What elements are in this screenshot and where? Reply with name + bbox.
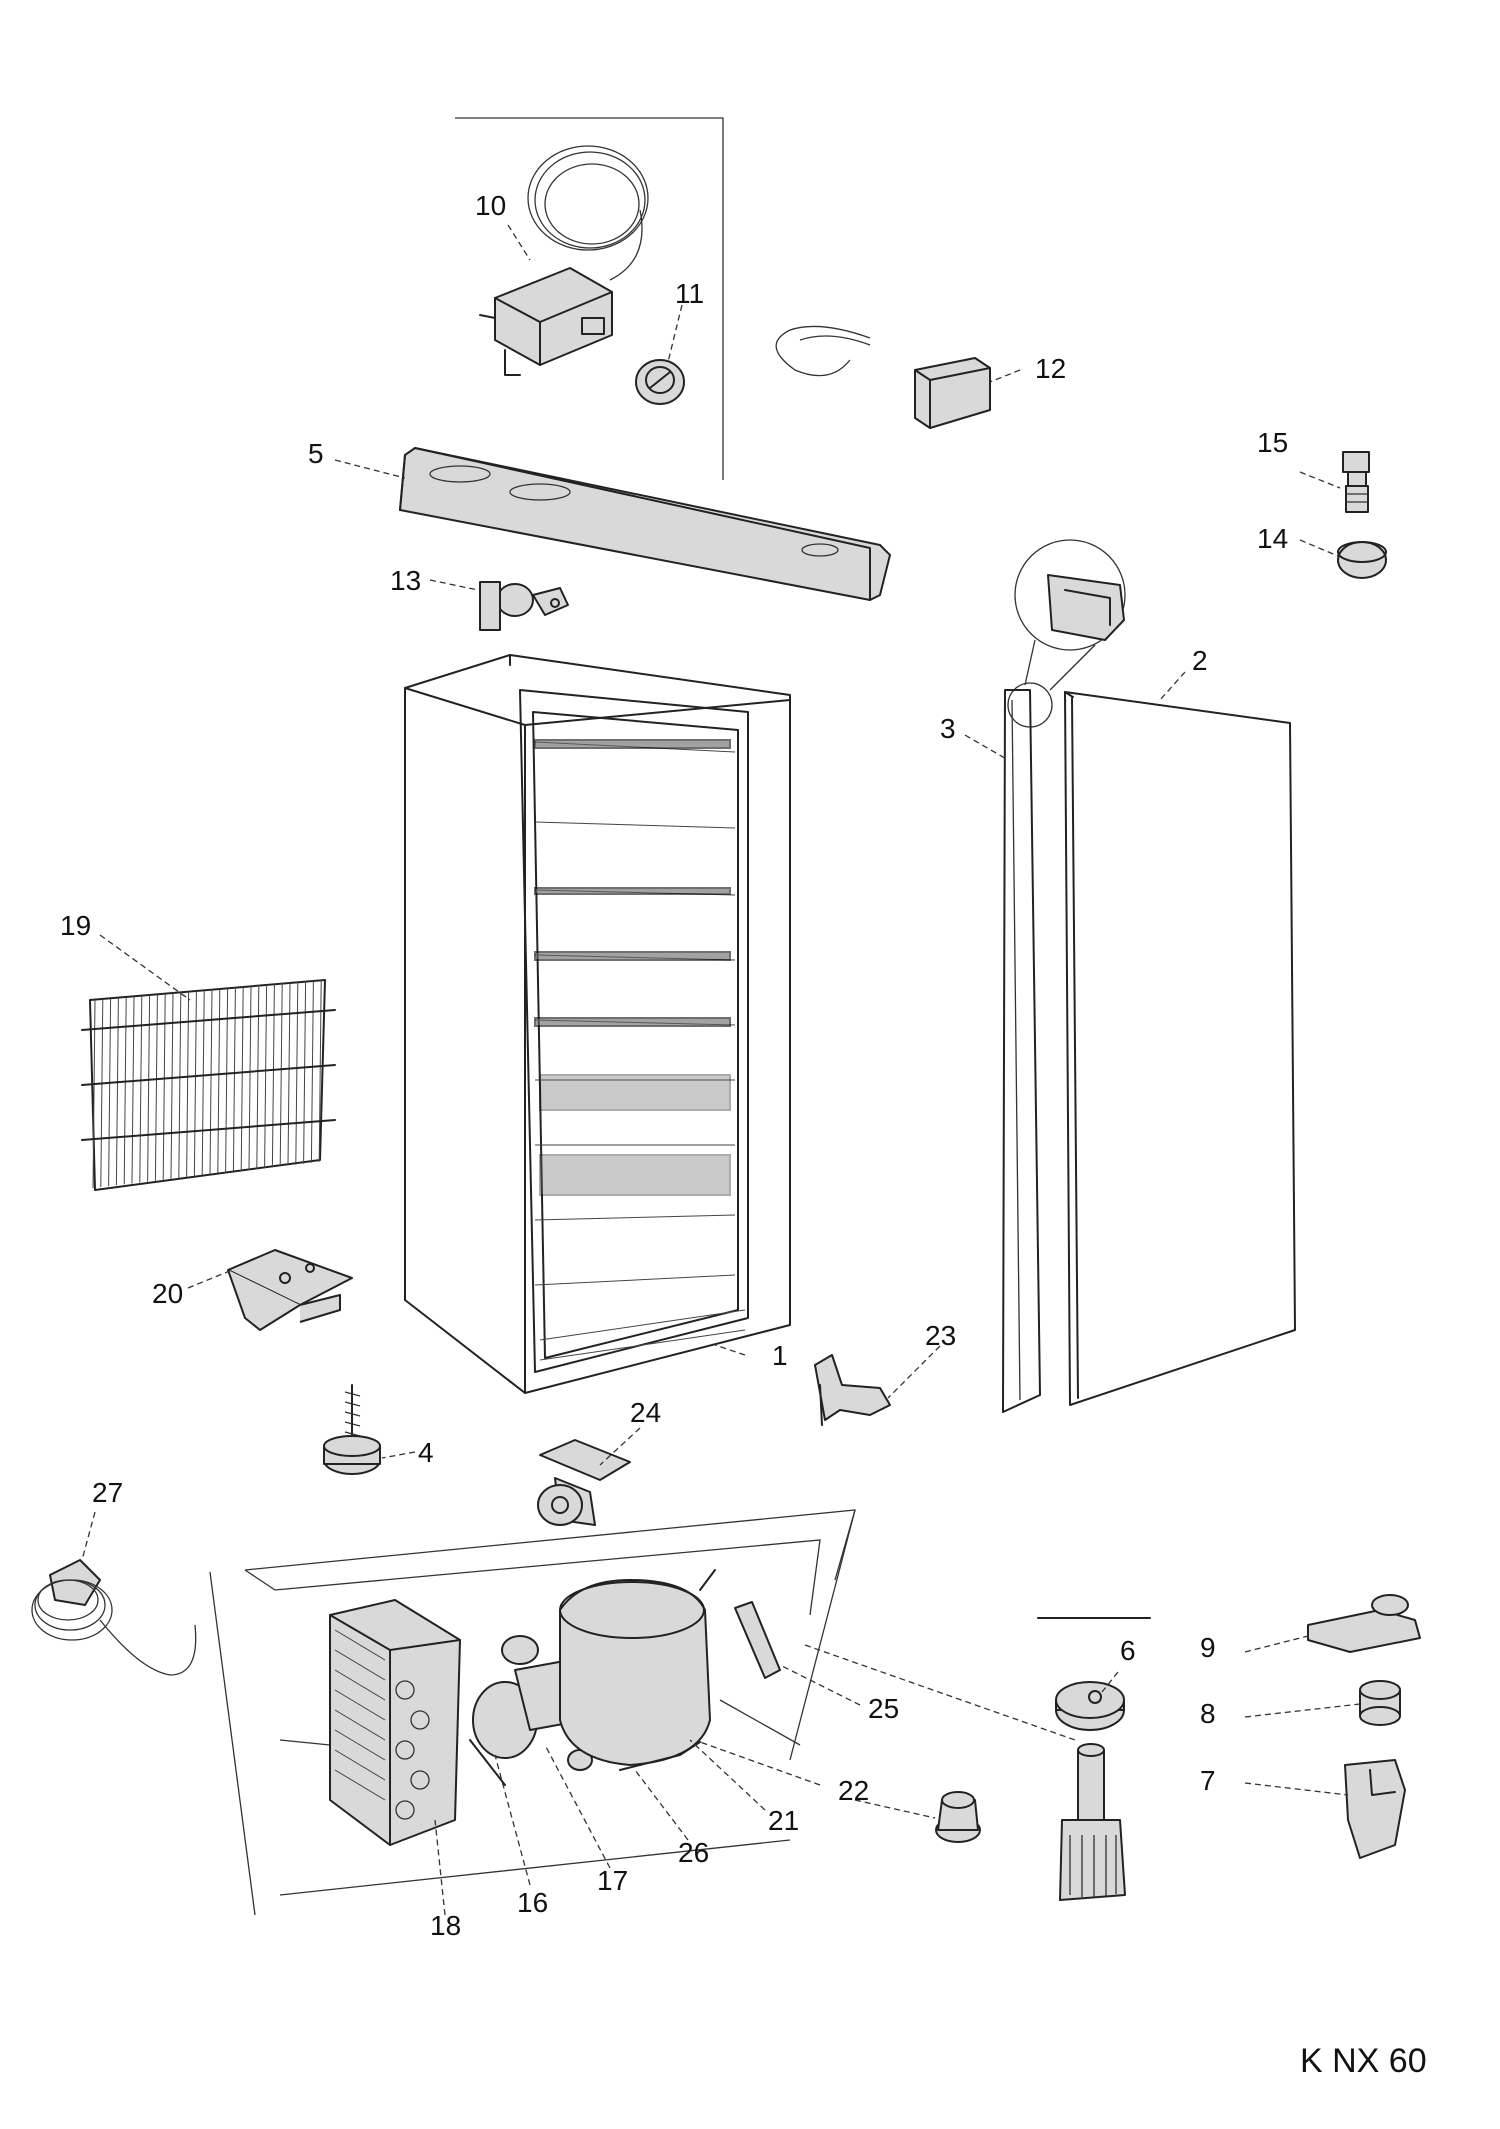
- brush-shaft-part-6: [1059, 1743, 1126, 1901]
- compressor-part-21: [559, 1569, 716, 1766]
- callout-26: 26: [678, 1837, 709, 1868]
- cap-part-8: [1359, 1680, 1401, 1726]
- callout-21: 21: [768, 1805, 799, 1836]
- display-part-12: [775, 325, 991, 429]
- clip-part-26: [619, 1741, 701, 1771]
- callout-8: 8: [1200, 1698, 1216, 1729]
- callout-4: 4: [418, 1437, 434, 1468]
- leader-lines: [81, 224, 1361, 1916]
- bushing-part-15: [1342, 451, 1370, 513]
- condenser-part-18: [329, 1599, 461, 1846]
- callout-20: 20: [152, 1278, 183, 1309]
- model-code: K NX 60: [1300, 2042, 1427, 2080]
- callout-14: 14: [1257, 523, 1288, 554]
- callout-23: 23: [925, 1320, 956, 1351]
- callout-17: 17: [597, 1865, 628, 1896]
- hinge-part-23: [814, 1354, 891, 1426]
- callout-2: 2: [1192, 645, 1208, 676]
- bracket-part-7: [1344, 1759, 1406, 1859]
- callout-3: 3: [940, 713, 956, 744]
- plate-part-9: [1307, 1594, 1421, 1653]
- machine-compartment-frame: [209, 1509, 856, 1916]
- cap-part-14: [1337, 541, 1387, 579]
- callout-24: 24: [630, 1397, 661, 1428]
- callout-22: 22: [838, 1775, 869, 1806]
- callout-1: 1: [772, 1340, 788, 1371]
- callout-labels: 1 2 3 4 5 6 7 8 9 10 11 12 13 14 15 16 1…: [60, 190, 1288, 1941]
- control-panel-part-5: [399, 447, 891, 601]
- thermostat-part-10: [479, 145, 649, 376]
- door-part-2: [1064, 691, 1296, 1406]
- door-seal-part-3: [1002, 689, 1041, 1413]
- grommet-part-22: [935, 1791, 981, 1843]
- callout-16: 16: [517, 1887, 548, 1918]
- callout-18: 18: [430, 1910, 461, 1941]
- callout-9: 9: [1200, 1632, 1216, 1663]
- upper-group-frame: [455, 117, 724, 480]
- callout-25: 25: [868, 1693, 899, 1724]
- knob-part-11: [635, 359, 685, 405]
- detail-magnifier: [1007, 539, 1126, 728]
- condenser-rack-part-19: [81, 979, 336, 1191]
- callout-15: 15: [1257, 427, 1288, 458]
- callout-27: 27: [92, 1477, 123, 1508]
- callout-11: 11: [675, 278, 704, 309]
- cabinet-part-1: [404, 654, 791, 1394]
- relay-part-25: [734, 1601, 781, 1679]
- callout-5: 5: [308, 438, 324, 469]
- callout-10: 10: [475, 190, 506, 221]
- callout-7: 7: [1200, 1765, 1216, 1796]
- lock-part-13: [479, 581, 569, 631]
- power-cord-part-27: [31, 1559, 197, 1676]
- caster-part-24: [537, 1439, 631, 1526]
- foot-part-4: [323, 1384, 381, 1475]
- callout-19: 19: [60, 910, 91, 941]
- callout-6: 6: [1120, 1635, 1136, 1666]
- callout-12: 12: [1035, 353, 1066, 384]
- callout-13: 13: [390, 565, 421, 596]
- knob-part-6: [1055, 1681, 1125, 1731]
- bracket-part-20: [227, 1249, 353, 1331]
